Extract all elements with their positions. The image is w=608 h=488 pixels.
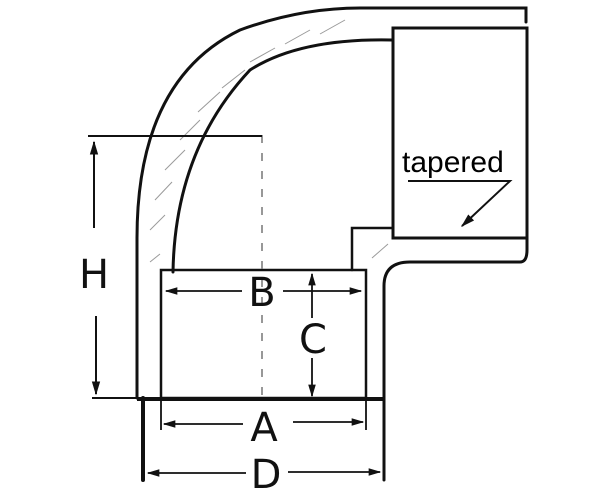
label-c: C [299,317,327,363]
socket-section [137,135,384,401]
tapered-leader [408,180,513,227]
dimension-d [146,468,382,477]
label-a: A [250,405,278,451]
label-b: B [248,270,275,316]
label-h: H [79,252,109,298]
wall-hatching [149,19,389,263]
elbow-right-step [350,226,395,272]
tapered-socket [391,26,529,240]
elbow-inner-wall [171,38,394,274]
elbow-outer-wall [135,6,528,400]
elbow-right-lower [382,236,529,400]
elbow-body [135,6,529,482]
dimension-a [160,398,367,430]
dimension-h [88,135,262,399]
label-tapered: tapered [402,146,504,179]
label-d: D [251,452,282,488]
